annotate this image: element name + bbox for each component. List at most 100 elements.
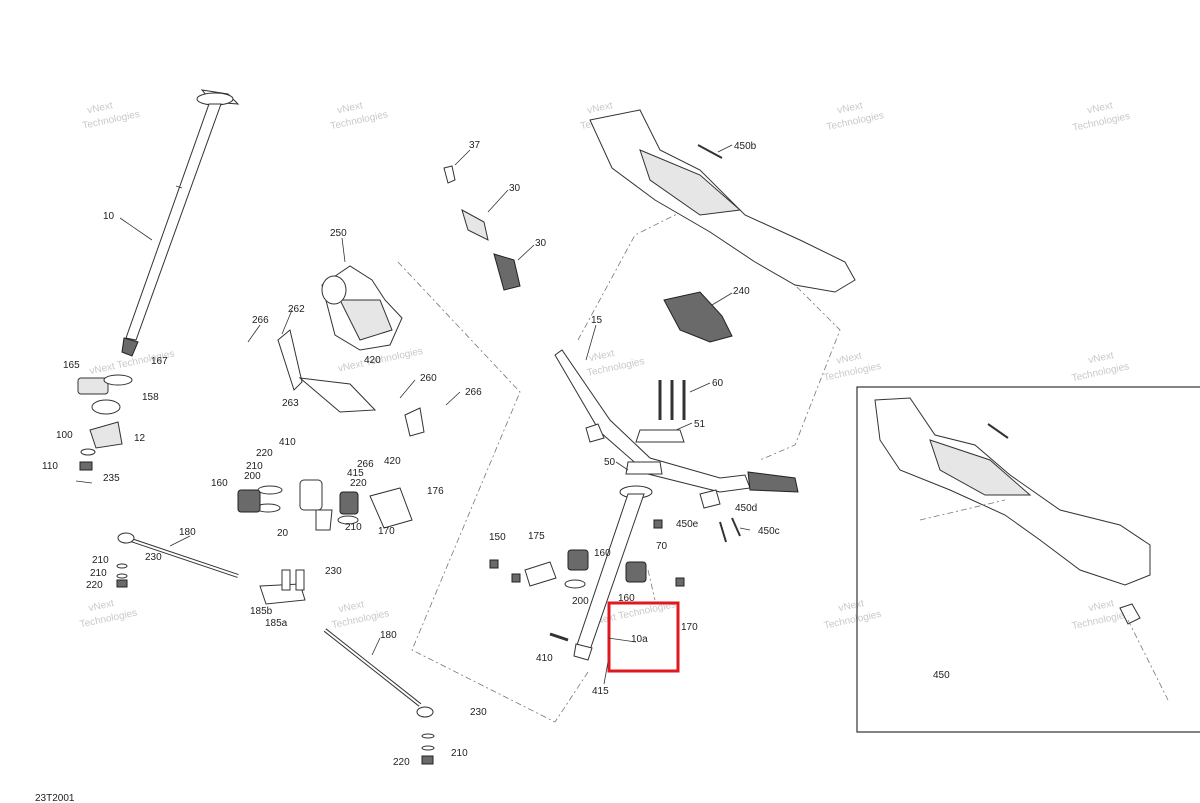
svg-text:262: 262 [288,304,305,315]
svg-text:185a: 185a [265,618,288,629]
svg-text:170: 170 [378,526,395,537]
column-bearing-parts[interactable] [75,374,133,484]
tie-rod-upper[interactable] [117,532,239,578]
svg-text:230: 230 [470,707,487,718]
hand-guard-fasteners[interactable] [653,489,741,543]
svg-text:210: 210 [90,568,107,579]
svg-text:180: 180 [380,630,397,641]
watermarks: vNext Technologies vNext Technologies vN… [79,100,1131,632]
svg-text:vNext: vNext [588,348,616,364]
svg-text:60: 60 [712,378,724,389]
steering-gear-assembly[interactable] [277,265,425,437]
svg-text:Technologies: Technologies [1071,361,1130,384]
svg-text:210: 210 [451,748,468,759]
callout-labels: 10 10a 12 15 20 30 30 37 50 51 60 70 100… [42,140,950,768]
svg-text:Technologies: Technologies [826,110,885,133]
svg-text:Technologies: Technologies [1071,609,1130,632]
svg-text:158: 158 [142,392,159,403]
svg-text:210: 210 [92,555,109,566]
svg-text:Technologies: Technologies [823,609,882,632]
assembly-guide-lines [397,204,841,723]
svg-text:vNext: vNext [1088,598,1116,614]
pitman-arm-assembly[interactable] [237,479,413,531]
svg-text:165: 165 [63,360,80,371]
handlebar-grips[interactable] [443,165,521,291]
svg-text:200: 200 [572,596,589,607]
svg-text:vNext: vNext [86,100,114,116]
watermark: vNext Technologies [1072,100,1131,134]
idler-arm[interactable] [259,569,306,605]
svg-text:185b: 185b [250,606,273,617]
svg-text:176: 176 [427,486,444,497]
svg-text:100: 100 [56,430,73,441]
svg-text:240: 240 [733,286,750,297]
svg-text:266: 266 [465,387,482,398]
svg-text:220: 220 [350,478,367,489]
svg-text:260: 260 [420,373,437,384]
hand-guard-detail-inset[interactable] [856,386,1200,733]
watermark: vNext Technologies [1071,598,1130,632]
svg-text:450e: 450e [676,519,699,530]
svg-text:230: 230 [145,552,162,563]
svg-text:Technologies: Technologies [1072,111,1131,134]
svg-text:vNext: vNext [586,100,614,116]
svg-text:10: 10 [103,211,115,222]
svg-text:450d: 450d [735,503,757,514]
svg-text:180: 180 [179,527,196,538]
watermark: vNext Technologies [331,599,390,631]
svg-text:210: 210 [246,461,263,472]
svg-text:420: 420 [364,355,381,366]
svg-text:Technologies: Technologies [79,608,138,631]
svg-text:250: 250 [330,228,347,239]
svg-text:vNext: vNext [88,598,116,614]
tie-rod-lower[interactable] [323,628,434,718]
svg-text:175: 175 [528,531,545,542]
svg-text:235: 235 [103,473,120,484]
svg-text:200: 200 [244,471,261,482]
svg-text:vNext: vNext [336,100,364,116]
riser-column[interactable] [573,485,653,661]
diagram-code: 23T2001 [35,793,75,803]
svg-text:160: 160 [211,478,228,489]
watermark: vNext Technologies [79,598,138,631]
svg-text:450: 450 [933,670,950,681]
steering-column[interactable] [121,89,240,357]
watermark: vNext Technologies [81,100,140,131]
svg-text:220: 220 [86,580,103,591]
tie-rod-hardware[interactable] [116,563,435,765]
svg-text:Technologies: Technologies [823,361,882,384]
svg-text:50: 50 [604,457,616,468]
highlight-box [607,601,680,673]
svg-text:266: 266 [252,315,269,326]
svg-text:30: 30 [535,238,547,249]
watermark: vNext Technologies [586,348,645,379]
watermark: vNext Technologies [823,598,882,632]
handlebar-cover[interactable] [663,291,733,343]
svg-text:10a: 10a [631,634,648,645]
svg-text:410: 410 [279,437,296,448]
handlebar-clamps[interactable] [625,380,686,475]
svg-text:160: 160 [618,593,635,604]
svg-text:410: 410 [536,653,553,664]
svg-text:vNext: vNext [1087,350,1115,366]
svg-text:420: 420 [384,456,401,467]
svg-text:110: 110 [42,461,58,472]
svg-text:30: 30 [509,183,521,194]
svg-text:263: 263 [282,398,299,409]
svg-text:15: 15 [591,315,603,326]
svg-text:415: 415 [592,686,609,697]
svg-text:450b: 450b [734,141,757,152]
hand-guard[interactable] [589,109,856,293]
svg-text:150: 150 [489,532,506,543]
riser-bracket-parts[interactable] [489,549,685,642]
svg-text:450c: 450c [758,526,780,537]
svg-text:266: 266 [357,459,374,470]
svg-text:vNext: vNext [835,351,863,367]
watermark: vNext Technologies [1071,350,1130,384]
svg-text:37: 37 [469,140,481,151]
svg-text:220: 220 [393,757,410,768]
watermark: vNext Technologies [826,100,885,133]
svg-text:230: 230 [325,566,342,577]
svg-text:vNext: vNext [1086,100,1114,116]
